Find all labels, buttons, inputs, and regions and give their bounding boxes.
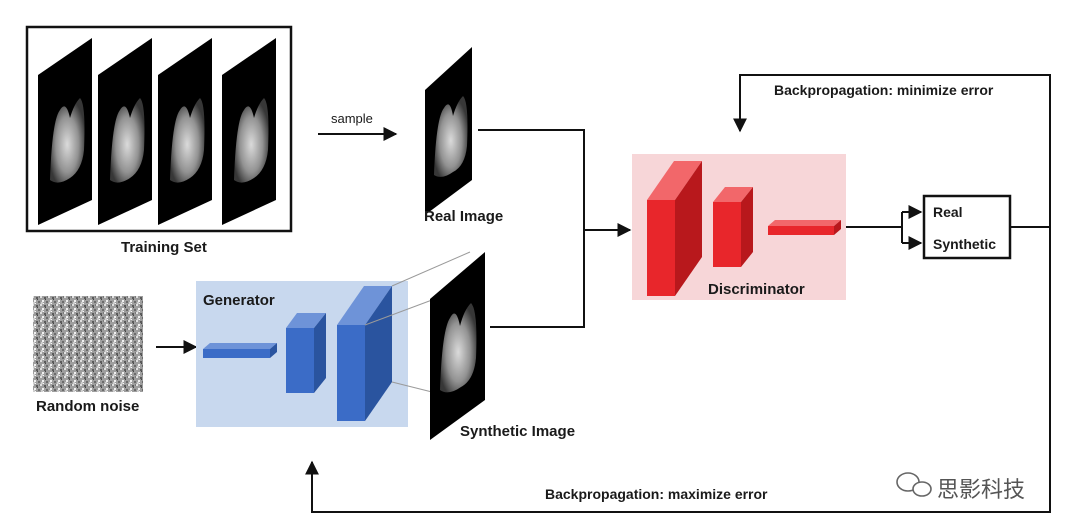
output-real-label: Real — [933, 204, 963, 220]
real-to-discriminator-line — [478, 129, 585, 230]
random-noise-image — [33, 296, 143, 392]
backprop-minimize-arrow — [733, 74, 1051, 227]
watermark-text: 思影科技 — [937, 478, 1026, 503]
backprop-maximize-label: Backpropagation: maximize error — [545, 486, 768, 502]
generator-label: Generator — [203, 292, 275, 309]
synthetic-image-label: Synthetic Image — [460, 423, 576, 440]
real-image-label: Real Image — [424, 208, 504, 225]
synthetic-image — [430, 252, 485, 440]
training-set-label: Training Set — [121, 239, 207, 256]
backprop-maximize-arrow — [305, 227, 1051, 513]
generator-layer-3 — [337, 286, 392, 421]
generator-layer-1 — [203, 343, 277, 358]
projection-line-bottom — [391, 381, 433, 393]
discriminator-label: Discriminator — [708, 281, 805, 298]
training-image-2 — [98, 38, 152, 225]
training-image-4 — [222, 38, 276, 225]
discriminator-layer-3 — [768, 220, 841, 235]
random-noise-label: Random noise — [36, 398, 140, 415]
discriminator-layer-2 — [713, 187, 753, 267]
output-box — [922, 194, 1012, 260]
discriminator-layer-1 — [647, 161, 702, 296]
training-image-3 — [158, 38, 212, 225]
wechat-icon — [896, 472, 932, 497]
generator-layer-2 — [286, 313, 326, 393]
projection-line-mid — [364, 299, 433, 326]
real-image — [425, 47, 472, 215]
training-image-1 — [38, 38, 92, 225]
projection-line-top — [391, 251, 471, 287]
synthetic-to-discriminator-line — [490, 230, 585, 328]
backprop-minimize-label: Backpropagation: minimize error — [774, 82, 994, 98]
sample-label: sample — [331, 111, 373, 126]
output-synthetic-label: Synthetic — [933, 236, 997, 252]
